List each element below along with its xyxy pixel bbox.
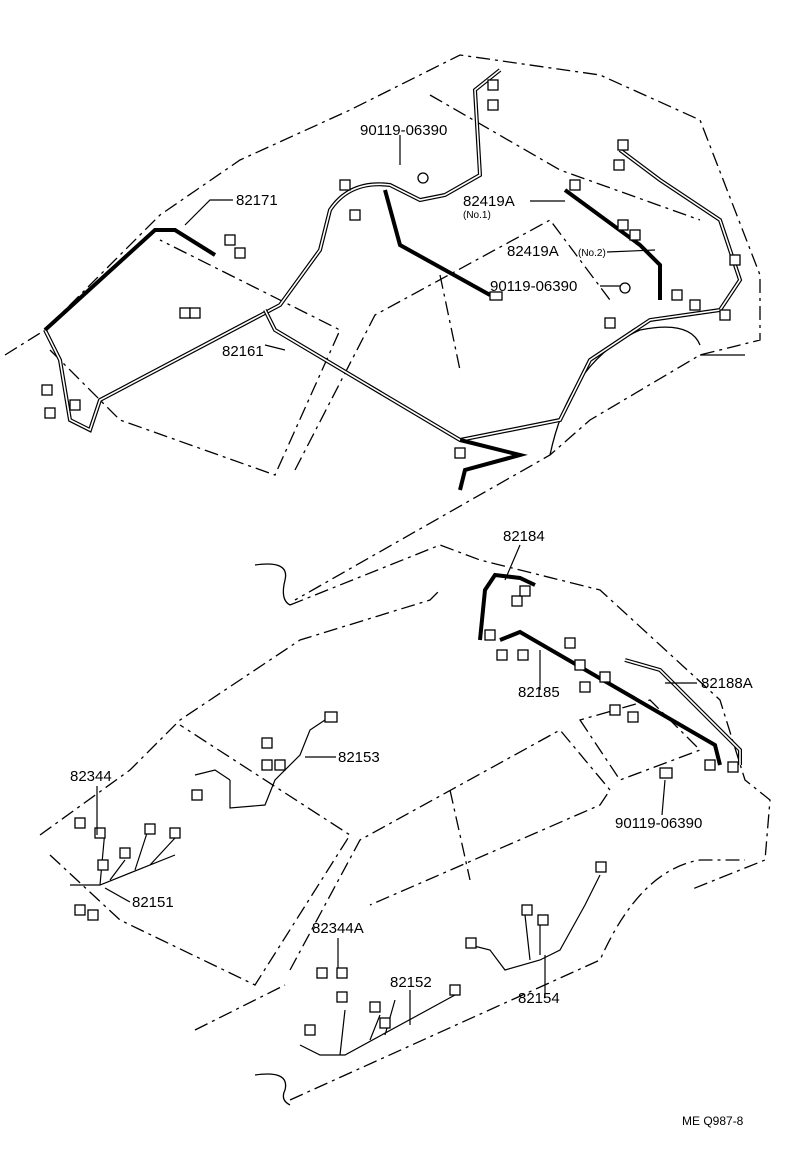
label-82188a: 82188A [701, 675, 753, 692]
label-82152: 82152 [390, 974, 432, 991]
label-82161: 82161 [222, 343, 264, 360]
label-82184: 82184 [503, 528, 545, 545]
bottom-leader-lines [96, 544, 697, 1025]
bottom-connectors [74, 585, 739, 1036]
top-leader-lines [184, 135, 656, 351]
label-82419a-no2-note: (No.2) [578, 248, 606, 259]
label-82344a: 82344A [312, 920, 364, 937]
bottom-car-body-outline [39, 544, 771, 1106]
label-82154: 82154 [518, 990, 560, 1007]
top-connectors [41, 79, 741, 459]
label-82419a-no1: 82419A [463, 193, 515, 210]
label-82185: 82185 [518, 684, 560, 701]
top-harness-82161 [43, 68, 743, 491]
label-82171: 82171 [236, 192, 278, 209]
bottom-harnesses [70, 572, 742, 1056]
label-82344: 82344 [70, 768, 112, 785]
label-82151: 82151 [132, 894, 174, 911]
label-82419a-no1-note: (No.1) [463, 210, 491, 221]
label-82419a-no2: 82419A [507, 243, 559, 260]
bottom-labels: 82184 82188A 82185 82153 82344 90119-063… [70, 528, 753, 1128]
top-labels: 90119-06390 82171 82419A (No.1) 82419A (… [222, 122, 606, 360]
label-bolt-90119-06390-upper: 90119-06390 [360, 122, 447, 139]
reference-code: ME Q987-8 [682, 1114, 744, 1128]
label-bolt-90119-06390-lower: 90119-06390 [615, 815, 702, 832]
label-82153: 82153 [338, 749, 380, 766]
label-bolt-90119-06390-middle: 90119-06390 [490, 278, 577, 295]
